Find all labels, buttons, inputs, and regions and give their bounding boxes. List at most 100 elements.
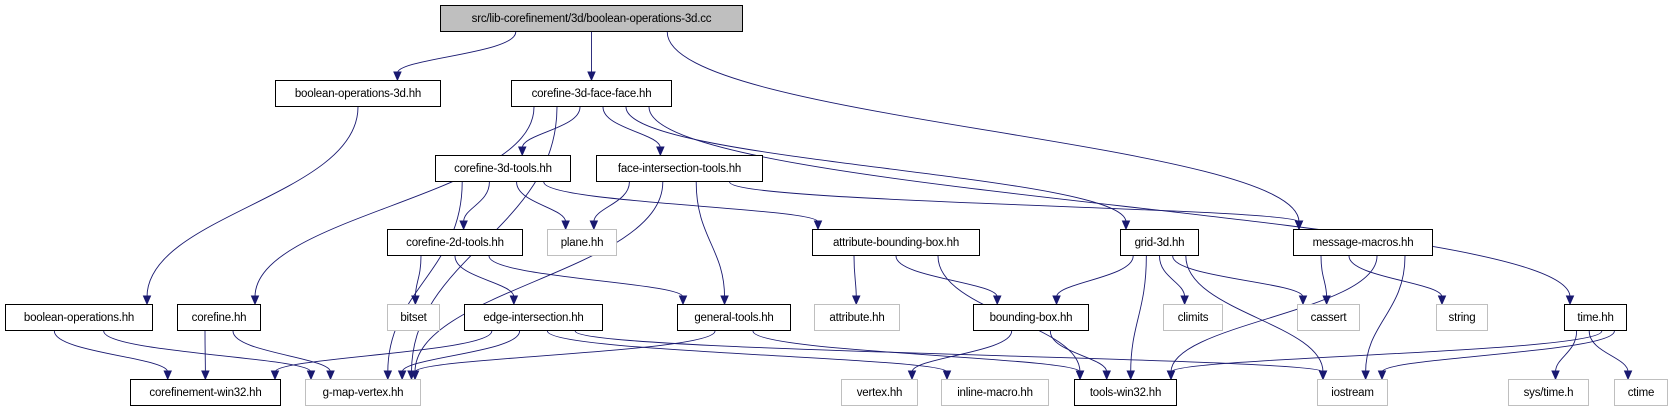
node-vertex-hh[interactable]: vertex.hh xyxy=(841,379,918,406)
edge-cfff-to-c3dt xyxy=(521,106,581,149)
edge-ei-to-inline xyxy=(546,330,948,373)
arrowhead-icon xyxy=(1298,295,1308,306)
arrowhead-icon xyxy=(656,146,665,157)
edge-c2dt-to-gt xyxy=(488,255,684,298)
arrowhead-icon xyxy=(1551,370,1560,381)
node-attribute-hh[interactable]: attribute.hh xyxy=(814,304,900,331)
node-bitset[interactable]: bitset xyxy=(387,304,440,331)
node-boolean-operations-3d-hh[interactable]: boolean-operations-3d.hh xyxy=(275,80,441,107)
arrowhead-icon xyxy=(306,370,316,381)
edge-fit-to-gt xyxy=(695,181,725,298)
node-climits[interactable]: climits xyxy=(1163,304,1223,331)
arrowhead-icon xyxy=(942,370,952,381)
edge-time-to-ctime xyxy=(1588,330,1629,373)
edge-grid-to-tw32 xyxy=(1130,255,1147,373)
edge-mm-to-string xyxy=(1348,255,1443,298)
edge-c2dt-to-ei xyxy=(454,255,515,298)
arrowhead-icon xyxy=(1623,370,1633,381)
node-iostream[interactable]: iostream xyxy=(1317,379,1388,406)
node-grid-3d-hh[interactable]: grid-3d.hh xyxy=(1120,229,1199,256)
edge-time-to-iostream xyxy=(1381,330,1615,373)
arrowhead-icon xyxy=(851,295,861,306)
arrowhead-icon xyxy=(1294,220,1304,231)
edge-bo3d-to-bo xyxy=(146,106,359,298)
node-src-lib-corefinement-3d-boolean-operations-3d-cc[interactable]: src/lib-corefinement/3d/boolean-operatio… xyxy=(440,5,743,32)
edge-c3dt-to-plane xyxy=(516,181,567,223)
arrowhead-icon xyxy=(1180,295,1189,306)
edge-grid-to-climits xyxy=(1159,255,1186,298)
node-corefine-hh[interactable]: corefine.hh xyxy=(177,304,261,331)
arrowhead-icon xyxy=(1075,370,1085,381)
node-attribute-bounding-box-hh[interactable]: attribute-bounding-box.hh xyxy=(812,229,980,256)
edge-c3dt-to-abb xyxy=(543,181,819,223)
edge-grid-to-iostream xyxy=(1185,255,1324,373)
edge-c2dt-to-bitset xyxy=(414,255,422,298)
node-corefinement-win32-hh[interactable]: corefinement-win32.hh xyxy=(130,379,281,406)
arrowhead-icon xyxy=(250,295,260,306)
arrowhead-icon xyxy=(1377,370,1387,381)
arrowhead-icon xyxy=(163,370,172,381)
edge-ei-to-iostream xyxy=(574,330,1324,373)
node-cassert[interactable]: cassert xyxy=(1297,304,1360,331)
node-corefine-3d-face-face-hh[interactable]: corefine-3d-face-face.hh xyxy=(511,80,672,107)
edge-grid-to-bb xyxy=(1056,255,1134,298)
edge-time-to-systime xyxy=(1555,330,1578,373)
node-g-map-vertex-hh[interactable]: g-map-vertex.hh xyxy=(305,379,421,406)
node-ctime[interactable]: ctime xyxy=(1614,379,1668,406)
arrowhead-icon xyxy=(561,220,570,231)
arrowhead-icon xyxy=(1166,370,1176,381)
edge-bb-to-tw32 xyxy=(1049,330,1108,373)
arrowhead-icon xyxy=(813,220,823,231)
edge-ei-to-gmv xyxy=(401,330,521,373)
edge-c3dt-to-c2dt xyxy=(463,181,490,223)
node-general-tools-hh[interactable]: general-tools.hh xyxy=(677,304,791,331)
arrowhead-icon xyxy=(1318,370,1328,381)
arrowhead-icon xyxy=(509,295,519,306)
node-string[interactable]: string xyxy=(1436,304,1488,331)
edge-root-to-mm xyxy=(666,31,1300,223)
node-edge-intersection-hh[interactable]: edge-intersection.hh xyxy=(464,304,603,331)
arrowhead-icon xyxy=(589,220,599,231)
node-sys-time-h[interactable]: sys/time.h xyxy=(1508,379,1589,406)
arrowhead-icon xyxy=(720,295,729,306)
edge-fit-to-mm xyxy=(729,181,1300,223)
arrowhead-icon xyxy=(326,370,335,381)
arrowhead-icon xyxy=(410,370,420,381)
edge-gt-to-tw32 xyxy=(752,330,1081,373)
arrowhead-icon xyxy=(411,295,420,306)
edge-mm-to-iostream xyxy=(1365,255,1406,373)
node-corefine-2d-tools-hh[interactable]: corefine-2d-tools.hh xyxy=(387,229,523,256)
arrowhead-icon xyxy=(517,146,527,157)
node-boolean-operations-hh[interactable]: boolean-operations.hh xyxy=(5,304,153,331)
edge-bb-to-vertex xyxy=(911,330,1013,373)
arrowhead-icon xyxy=(992,295,1002,306)
arrowhead-icon xyxy=(142,295,152,306)
edge-c3dt-to-gmv xyxy=(387,181,463,373)
node-bounding-box-hh[interactable]: bounding-box.hh xyxy=(973,304,1089,331)
arrowhead-icon xyxy=(1361,370,1370,381)
edge-abb-to-bb xyxy=(895,255,998,298)
node-plane-hh[interactable]: plane.hh xyxy=(547,229,617,256)
edge-root-to-bo3d xyxy=(396,31,517,74)
node-face-intersection-tools-hh[interactable]: face-intersection-tools.hh xyxy=(596,155,763,182)
edge-fit-to-plane xyxy=(593,181,630,223)
edge-gt-to-gmv xyxy=(414,330,716,373)
arrowhead-icon xyxy=(201,370,210,381)
edge-cf-to-gmv xyxy=(232,330,331,373)
node-corefine-3d-tools-hh[interactable]: corefine-3d-tools.hh xyxy=(435,155,571,182)
arrowhead-icon xyxy=(459,220,468,231)
node-tools-win32-hh[interactable]: tools-win32.hh xyxy=(1074,379,1177,406)
arrowhead-icon xyxy=(1437,295,1447,306)
edge-time-to-tw32 xyxy=(1170,330,1603,373)
edge-ei-to-cw32 xyxy=(274,330,493,373)
arrowhead-icon xyxy=(1121,220,1131,231)
edge-cfff-to-cf xyxy=(254,106,535,298)
arrowhead-icon xyxy=(1102,370,1111,381)
node-time-hh[interactable]: time.hh xyxy=(1564,304,1627,331)
edge-fit-to-gmv xyxy=(414,181,664,373)
node-message-macros-hh[interactable]: message-macros.hh xyxy=(1293,229,1433,256)
arrowhead-icon xyxy=(270,370,280,381)
node-inline-macro-hh[interactable]: inline-macro.hh xyxy=(941,379,1049,406)
